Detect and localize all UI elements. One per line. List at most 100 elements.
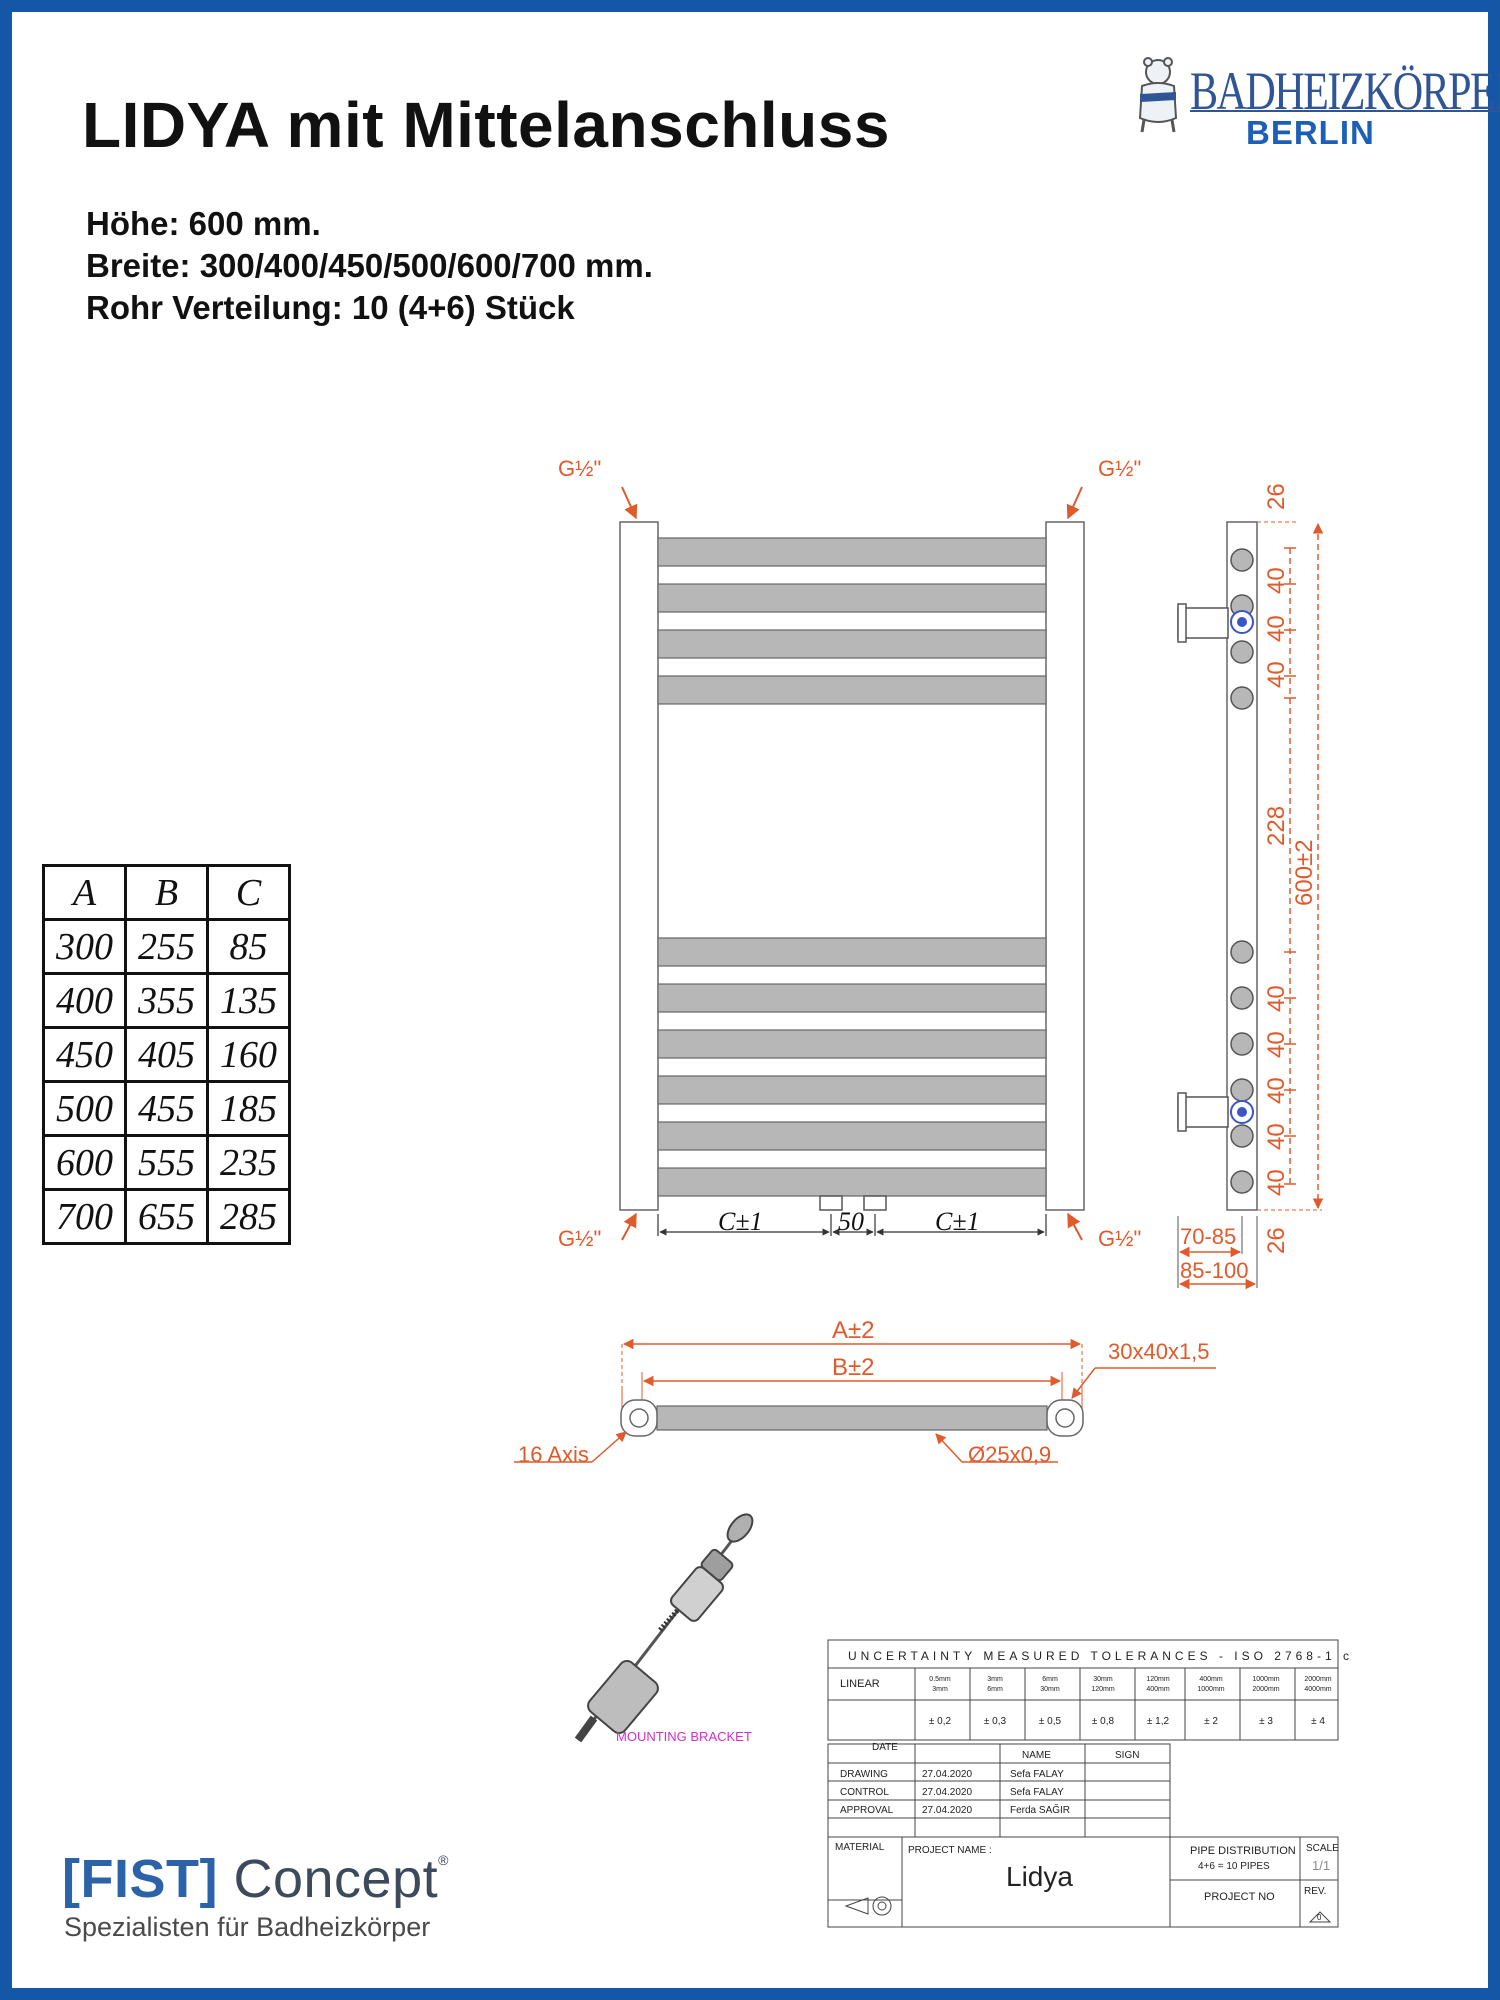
spec-width: Breite: 300/400/450/500/600/700 mm. xyxy=(86,247,653,284)
pipe-section xyxy=(1230,1124,1254,1148)
pipe-distribution-label: PIPE DISTRIBUTION xyxy=(1190,1845,1296,1857)
tolerance-value: ± 3 xyxy=(1259,1716,1273,1727)
table-header-row: A B C xyxy=(42,864,291,921)
pipe-bar xyxy=(657,629,1047,659)
pipe-bar xyxy=(657,983,1047,1013)
tolerance-range-to: 120mm xyxy=(1091,1686,1115,1693)
row-label: CONTROL xyxy=(840,1787,889,1798)
side-dim-top-offset: 26 xyxy=(1263,483,1290,510)
table-cell: 555 xyxy=(124,1134,209,1191)
registered-mark: ® xyxy=(438,1852,449,1868)
table-cell: 285 xyxy=(206,1188,291,1245)
pipe-bar xyxy=(657,1029,1047,1059)
row-label: DRAWING xyxy=(840,1769,888,1780)
pipe-section xyxy=(1230,940,1254,964)
table-cell: 600 xyxy=(42,1134,127,1191)
table-cell: 700 xyxy=(42,1188,127,1245)
thread-label-br: G½" xyxy=(1098,1226,1141,1251)
table-cell: 160 xyxy=(206,1026,291,1083)
pipe-bar xyxy=(657,1075,1047,1105)
table-header-a: A xyxy=(42,864,127,921)
thread-leader xyxy=(1066,486,1083,520)
side-dim-gap: 228 xyxy=(1263,806,1290,846)
scale-label: SCALE xyxy=(1306,1843,1339,1854)
row-name: Ferda SAĞIR xyxy=(1010,1803,1070,1816)
material-label: MATERIAL xyxy=(835,1842,885,1853)
fist-concept-logo: [FIST] Concept® xyxy=(62,1848,449,1910)
table-cell: 455 xyxy=(124,1080,209,1137)
pipe-section xyxy=(1230,1170,1254,1194)
connector-right xyxy=(863,1195,887,1211)
side-dim-40: 40 xyxy=(1263,1031,1290,1058)
table-cell: 85 xyxy=(206,918,291,975)
connector-left xyxy=(819,1195,843,1211)
thread-label-bl: G½" xyxy=(558,1226,601,1251)
side-dim-40: 40 xyxy=(1263,985,1290,1012)
page-title: LIDYA mit Mittelanschluss xyxy=(82,89,890,161)
linear-label: LINEAR xyxy=(840,1678,880,1690)
title-block-text: UNCERTAINTY MEASURED TOLERANCES - ISO 27… xyxy=(835,1649,1353,1922)
mounting-bracket-illustration: MOUNTING BRACKET xyxy=(574,1513,754,1744)
rev-value: 0 xyxy=(1317,1913,1322,1922)
side-dim-40: 40 xyxy=(1263,615,1290,642)
center-gap-dim: 50 xyxy=(838,1207,864,1236)
pipe-bar xyxy=(657,537,1047,567)
tolerance-value: ± 1,2 xyxy=(1147,1716,1170,1727)
row-label: APPROVAL xyxy=(840,1805,894,1816)
tolerance-value: ± 0,2 xyxy=(929,1716,952,1727)
table-cell: 255 xyxy=(124,918,209,975)
scale-value: 1/1 xyxy=(1312,1858,1330,1873)
side-dim-40: 40 xyxy=(1263,1169,1290,1196)
spec-height: Höhe: 600 mm. xyxy=(86,205,321,242)
fist-bracket-text: [FIST] xyxy=(62,1849,218,1909)
side-dimension-ticks xyxy=(1284,547,1296,1185)
front-view: G½" G½" G½" G½" C±1 50 C±1 xyxy=(558,456,1141,1251)
table-cell: 400 xyxy=(42,972,127,1029)
side-dim-40: 40 xyxy=(1263,567,1290,594)
tolerance-range-from: 6mm xyxy=(1042,1676,1058,1683)
thread-label-tr: G½" xyxy=(1098,456,1141,481)
row-name: Sefa FALAY xyxy=(1010,1769,1064,1780)
profile-label: 30x40x1,5 xyxy=(1108,1339,1210,1364)
row-date: 27.04.2020 xyxy=(922,1787,972,1798)
row-date: 27.04.2020 xyxy=(922,1769,972,1780)
logo-main-text: BADHEIZKÖRPER xyxy=(1190,61,1500,121)
tolerance-range-from: 1000mm xyxy=(1252,1676,1279,1683)
tolerance-range-to: 6mm xyxy=(987,1686,1003,1693)
tolerance-range-to: 400mm xyxy=(1146,1686,1170,1693)
pipe-section xyxy=(1230,640,1254,664)
row-name: Sefa FALAY xyxy=(1010,1787,1064,1798)
logo-sub-text: BERLIN xyxy=(1246,114,1375,151)
table-cell: 655 xyxy=(124,1188,209,1245)
table-cell: 450 xyxy=(42,1026,127,1083)
tolerance-value: ± 4 xyxy=(1311,1716,1325,1727)
pipe-distribution-value: 4+6 = 10 PIPES xyxy=(1198,1861,1270,1872)
title-block xyxy=(827,1639,1339,1928)
pipe-bar xyxy=(657,1121,1047,1151)
project-no-label: PROJECT NO xyxy=(1204,1891,1275,1903)
thread-leader xyxy=(621,1212,637,1241)
side-view: 26 40 40 40 228 600±2 40 40 40 40 40 26 … xyxy=(1177,483,1324,1290)
side-dim-bottom-offset: 26 xyxy=(1263,1227,1290,1254)
table-cell: 405 xyxy=(124,1026,209,1083)
table-cell: 500 xyxy=(42,1080,127,1137)
pipe-section xyxy=(1230,1078,1254,1102)
pipe-label: Ø25x0,9 xyxy=(968,1442,1051,1467)
table-cell: 355 xyxy=(124,972,209,1029)
pipe-section xyxy=(1230,986,1254,1010)
tolerance-range-to: 3mm xyxy=(932,1686,948,1693)
side-depth-1: 70-85 xyxy=(1180,1224,1236,1249)
tolerance-header: UNCERTAINTY MEASURED TOLERANCES - ISO 27… xyxy=(848,1649,1353,1663)
left-collector xyxy=(619,521,659,1211)
thread-leader xyxy=(621,486,638,520)
title-col-sign: SIGN xyxy=(1115,1750,1139,1761)
fist-concept-word: Concept xyxy=(217,1849,439,1909)
pipe-bar xyxy=(657,937,1047,967)
pipe-bar xyxy=(657,675,1047,705)
table-cell: 300 xyxy=(42,918,127,975)
